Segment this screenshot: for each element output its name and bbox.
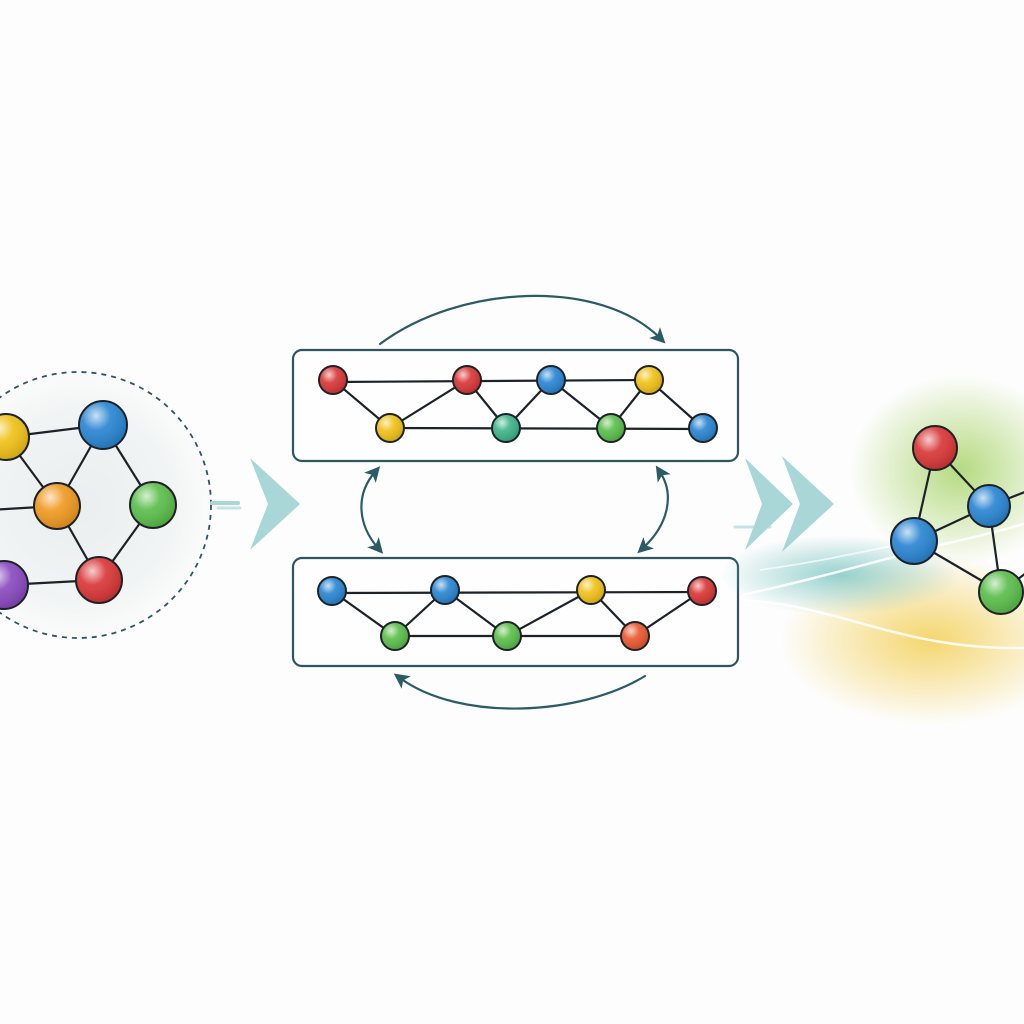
input-boundary-dashed bbox=[0, 371, 212, 639]
arrow-left-exchange bbox=[360, 466, 384, 554]
chain-top-zigzag-2 bbox=[388, 378, 469, 430]
input-node-a bbox=[0, 413, 30, 461]
chain-top-frame bbox=[291, 348, 740, 463]
chain-top-node-t2 bbox=[375, 413, 405, 443]
chain-bottom-node-u4 bbox=[492, 621, 522, 651]
chain-top-node-t6 bbox=[596, 413, 626, 443]
chain-bottom-nodes bbox=[317, 575, 717, 651]
input-node-f bbox=[75, 556, 123, 604]
chain-bottom-upper-rail bbox=[330, 590, 704, 595]
chain-top-node-t3 bbox=[452, 365, 482, 395]
input-nodes bbox=[0, 400, 177, 610]
chain-bottom-node-u3 bbox=[430, 575, 460, 605]
arrow-head-2a bbox=[745, 458, 793, 550]
chain-bottom-node-u2 bbox=[380, 621, 410, 651]
chain-top-node-t7 bbox=[634, 365, 664, 395]
output-node-o3 bbox=[967, 484, 1011, 528]
input-node-b bbox=[78, 400, 128, 450]
input-node-c bbox=[33, 482, 81, 530]
output-nodes bbox=[890, 425, 1024, 615]
input-halo bbox=[0, 372, 211, 638]
chain-top-lower-rail bbox=[388, 426, 705, 431]
output-node-o4 bbox=[978, 569, 1024, 615]
cycle-arrows bbox=[360, 294, 671, 710]
chain-bottom-box bbox=[291, 556, 740, 668]
output-node-o1 bbox=[912, 425, 958, 471]
chain-top-node-t4 bbox=[491, 413, 521, 443]
output-graph bbox=[720, 375, 1024, 725]
arrow-head-1 bbox=[250, 458, 300, 550]
chain-bottom-zigzag-4 bbox=[505, 588, 593, 638]
flow-line-2 bbox=[741, 598, 1024, 650]
chain-top-node-t8 bbox=[688, 413, 718, 443]
chain-bottom-node-u1 bbox=[317, 576, 347, 606]
chain-bottom-node-u5 bbox=[576, 575, 606, 605]
arrow-top-cycle bbox=[378, 294, 666, 346]
input-node-e bbox=[0, 560, 29, 610]
arrow-head-2b bbox=[782, 456, 834, 552]
arrow-right-exchange bbox=[637, 465, 671, 554]
chain-top-box bbox=[291, 348, 740, 463]
input-graph bbox=[0, 371, 212, 639]
chain-top-edges bbox=[331, 378, 705, 431]
arrow-chains-to-output bbox=[733, 456, 834, 552]
arrow-input-to-chains bbox=[210, 458, 300, 550]
chain-bottom-node-u7 bbox=[687, 576, 717, 606]
chain-top-node-t1 bbox=[318, 365, 348, 395]
chain-top-upper-rail bbox=[331, 378, 651, 384]
input-node-d bbox=[129, 481, 177, 529]
arrow-bottom-cycle bbox=[393, 673, 647, 710]
output-node-o2 bbox=[890, 517, 938, 565]
chain-bottom-node-u6 bbox=[620, 621, 650, 651]
chain-top-node-t5 bbox=[536, 365, 566, 395]
chain-top-nodes bbox=[318, 365, 718, 443]
